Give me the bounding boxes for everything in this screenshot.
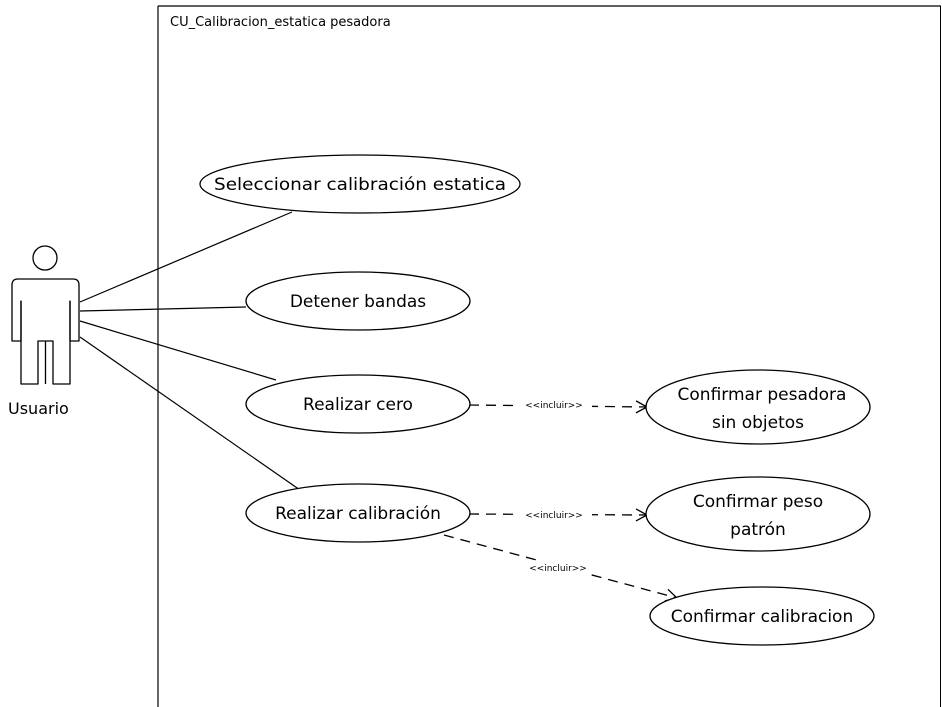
association-detener	[79, 306, 247, 312]
system-boundary: CU_Calibracion_estatica pesadora	[157, 5, 941, 707]
use-case-ellipse	[645, 476, 871, 552]
use-case-label: Detener bandas	[290, 292, 426, 312]
use-case-label: Realizar calibración	[275, 504, 441, 524]
include-relations: <<incluir>> <<incluir>> <<incluir>>	[443, 398, 679, 602]
use-case-label: Realizar cero	[303, 395, 413, 415]
association-cero	[79, 320, 277, 381]
include-label-bg-3	[518, 561, 592, 574]
use-case-confirmar-pesadora[interactable]: Confirmar pesadora sin objetos	[645, 369, 871, 445]
association-seleccionar	[79, 211, 293, 303]
use-case-cero[interactable]: Realizar cero	[245, 374, 471, 434]
actor-usuario[interactable]: Usuario	[8, 245, 80, 418]
use-case-label: Confirmar calibracion	[671, 607, 853, 627]
actor-label: Usuario	[8, 399, 69, 418]
use-case-label-line1: Confirmar pesadora	[678, 385, 847, 405]
use-case-confirmar-calibracion[interactable]: Confirmar calibracion	[649, 586, 875, 646]
use-case-confirmar-peso[interactable]: Confirmar peso patrón	[645, 476, 871, 552]
actor-body	[11, 278, 80, 385]
use-case-calibracion[interactable]: Realizar calibración	[245, 483, 471, 543]
include-label-1: <<incluir>>	[525, 401, 583, 411]
use-case-ellipse	[245, 271, 471, 331]
use-case-ellipse	[645, 369, 871, 445]
use-case-label-line2: sin objetos	[712, 413, 804, 433]
include-label-2: <<incluir>>	[525, 511, 583, 521]
include-label-bg-2	[516, 508, 592, 521]
actor-head	[32, 245, 58, 271]
use-case-ellipse	[199, 154, 521, 214]
use-case-detener[interactable]: Detener bandas	[245, 271, 471, 331]
use-case-ellipse	[245, 483, 471, 543]
system-title: CU_Calibracion_estatica pesadora	[170, 15, 391, 30]
use-case-label: Seleccionar calibración estatica	[214, 175, 506, 195]
association-calibracion	[79, 336, 301, 491]
include-label-3: <<incluir>>	[529, 564, 587, 574]
use-case-label-line1: Confirmar peso	[693, 492, 823, 512]
use-case-ellipse	[649, 586, 875, 646]
use-case-label-line2: patrón	[730, 520, 786, 540]
use-case-ellipse	[245, 374, 471, 434]
use-case-seleccionar[interactable]: Seleccionar calibración estatica	[199, 154, 521, 214]
associations	[79, 211, 301, 491]
include-label-bg-1	[516, 398, 592, 411]
